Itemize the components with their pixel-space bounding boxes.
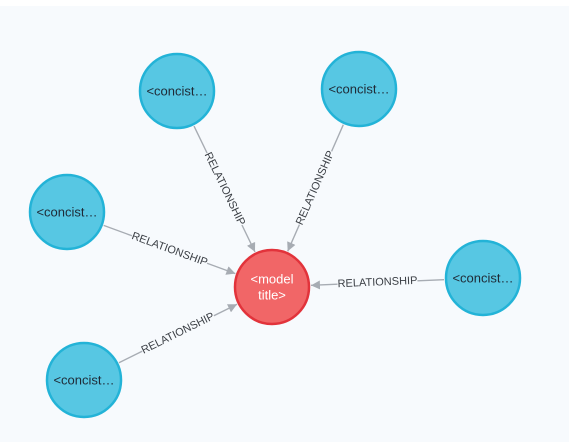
node-label: <concist… — [36, 205, 97, 220]
relationship-edge-mid-right[interactable]: RELATIONSHIP — [310, 275, 445, 290]
edge-arrow[interactable] — [213, 303, 238, 317]
node-circle[interactable] — [138, 52, 216, 130]
relationship-label: RELATIONSHIP — [140, 310, 217, 356]
node-label: <concist… — [53, 373, 114, 388]
node-mid-right[interactable]: <concist… — [444, 239, 522, 317]
center-node-circle[interactable] — [233, 248, 311, 326]
relationship-edge-top-right[interactable]: RELATIONSHIP — [287, 124, 344, 252]
edge-arrow[interactable] — [310, 280, 338, 290]
edge-line-segment[interactable] — [193, 125, 208, 154]
relationship-edge-top-left[interactable]: RELATIONSHIP — [193, 125, 256, 253]
node-top-right[interactable]: <concist… — [320, 50, 398, 128]
node-circle[interactable] — [444, 239, 522, 317]
edge-line-segment[interactable] — [103, 224, 133, 237]
nodes-layer: <concist… <concist… <concist… <concist… <con… — [28, 50, 522, 419]
node-circle[interactable] — [28, 173, 106, 251]
node-circle[interactable] — [320, 50, 398, 128]
node-label: <concist… — [328, 82, 389, 97]
center-node-label-line2: title> — [258, 288, 286, 303]
relationship-label: RELATIONSHIP — [202, 150, 248, 227]
node-label: <concist… — [146, 84, 207, 99]
edge-line-segment[interactable] — [417, 278, 445, 282]
edge-arrow[interactable] — [241, 224, 256, 253]
node-circle[interactable] — [45, 341, 123, 419]
node-label: <concist… — [452, 271, 513, 286]
edge-arrow[interactable] — [287, 224, 301, 252]
node-bottom-left[interactable]: <concist… — [45, 341, 123, 419]
relationship-label: RELATIONSHIP — [130, 230, 209, 269]
relationship-label: RELATIONSHIP — [294, 149, 337, 227]
relationship-edge-bottom-left[interactable]: RELATIONSHIP — [118, 303, 238, 364]
node-mid-left[interactable]: <concist… — [28, 173, 106, 251]
center-node-label-line1: <model — [251, 272, 294, 287]
edge-line-segment[interactable] — [330, 124, 344, 152]
relationship-edge-mid-left[interactable]: RELATIONSHIP — [103, 224, 236, 275]
node-top-left[interactable]: <concist… — [138, 52, 216, 130]
edge-arrow[interactable] — [206, 262, 236, 275]
edge-line-segment[interactable] — [118, 350, 143, 364]
relationship-label: RELATIONSHIP — [337, 275, 417, 290]
